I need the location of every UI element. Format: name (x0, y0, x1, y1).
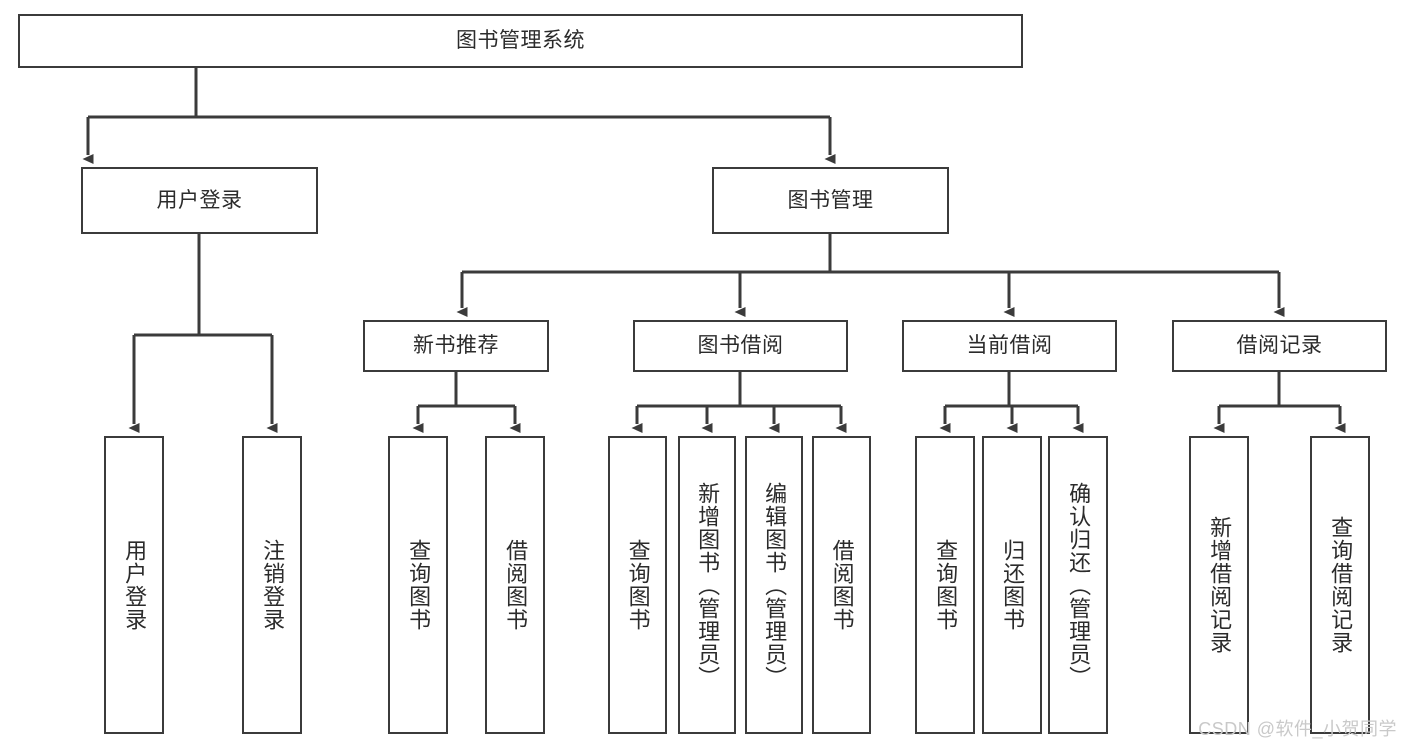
node-label: 编辑图书（管理员） (762, 481, 788, 689)
node-label: 注销登录 (260, 539, 286, 631)
node-label: 图书管理系统 (456, 29, 585, 53)
node-label: 查询借阅记录 (1328, 516, 1354, 654)
node-label: 借阅图书 (503, 539, 529, 631)
node-label: 当前借阅 (966, 334, 1053, 358)
node-label: 用户登录 (122, 539, 148, 631)
node-level1-1[interactable]: 用户登录 (81, 167, 318, 234)
node-label: 归还图书 (1000, 539, 1026, 631)
node-leaf-4[interactable]: 借阅图书 (485, 436, 545, 734)
node-label: 新书推荐 (413, 334, 499, 358)
node-label: 借阅图书 (829, 539, 855, 631)
node-leaf-13[interactable]: 查询借阅记录 (1310, 436, 1370, 734)
node-level2-3[interactable]: 当前借阅 (902, 320, 1117, 372)
node-leaf-2[interactable]: 注销登录 (242, 436, 302, 734)
node-label: 查询图书 (933, 539, 959, 631)
node-leaf-5[interactable]: 查询图书 (608, 436, 667, 734)
node-leaf-8[interactable]: 借阅图书 (812, 436, 871, 734)
node-label: 图书管理 (787, 188, 874, 212)
node-label: 查询图书 (406, 539, 432, 631)
node-label: 借阅记录 (1236, 334, 1323, 358)
node-leaf-10[interactable]: 归还图书 (982, 436, 1042, 734)
node-label: 新增借阅记录 (1207, 516, 1233, 654)
node-leaf-12[interactable]: 新增借阅记录 (1189, 436, 1249, 734)
edges-level2 (412, 372, 1346, 433)
node-level2-4[interactable]: 借阅记录 (1172, 320, 1387, 372)
node-leaf-11[interactable]: 确认归还（管理员） (1048, 436, 1108, 734)
node-root-system[interactable]: 图书管理系统 (18, 14, 1023, 68)
node-leaf-7[interactable]: 编辑图书（管理员） (745, 436, 803, 734)
node-level2-2[interactable]: 图书借阅 (633, 320, 848, 372)
edges-root (82, 68, 836, 164)
node-leaf-6[interactable]: 新增图书（管理员） (678, 436, 736, 734)
node-label: 图书借阅 (697, 334, 784, 358)
edges-level1 (128, 234, 1285, 433)
node-label: 确认归还（管理员） (1066, 481, 1092, 689)
node-leaf-1[interactable]: 用户登录 (104, 436, 164, 734)
node-leaf-9[interactable]: 查询图书 (915, 436, 975, 734)
node-level2-1[interactable]: 新书推荐 (363, 320, 549, 372)
node-leaf-3[interactable]: 查询图书 (388, 436, 448, 734)
node-level1-2[interactable]: 图书管理 (712, 167, 949, 234)
node-label: 查询图书 (625, 539, 651, 631)
node-label: 新增图书（管理员） (695, 481, 721, 689)
node-label: 用户登录 (156, 188, 243, 212)
